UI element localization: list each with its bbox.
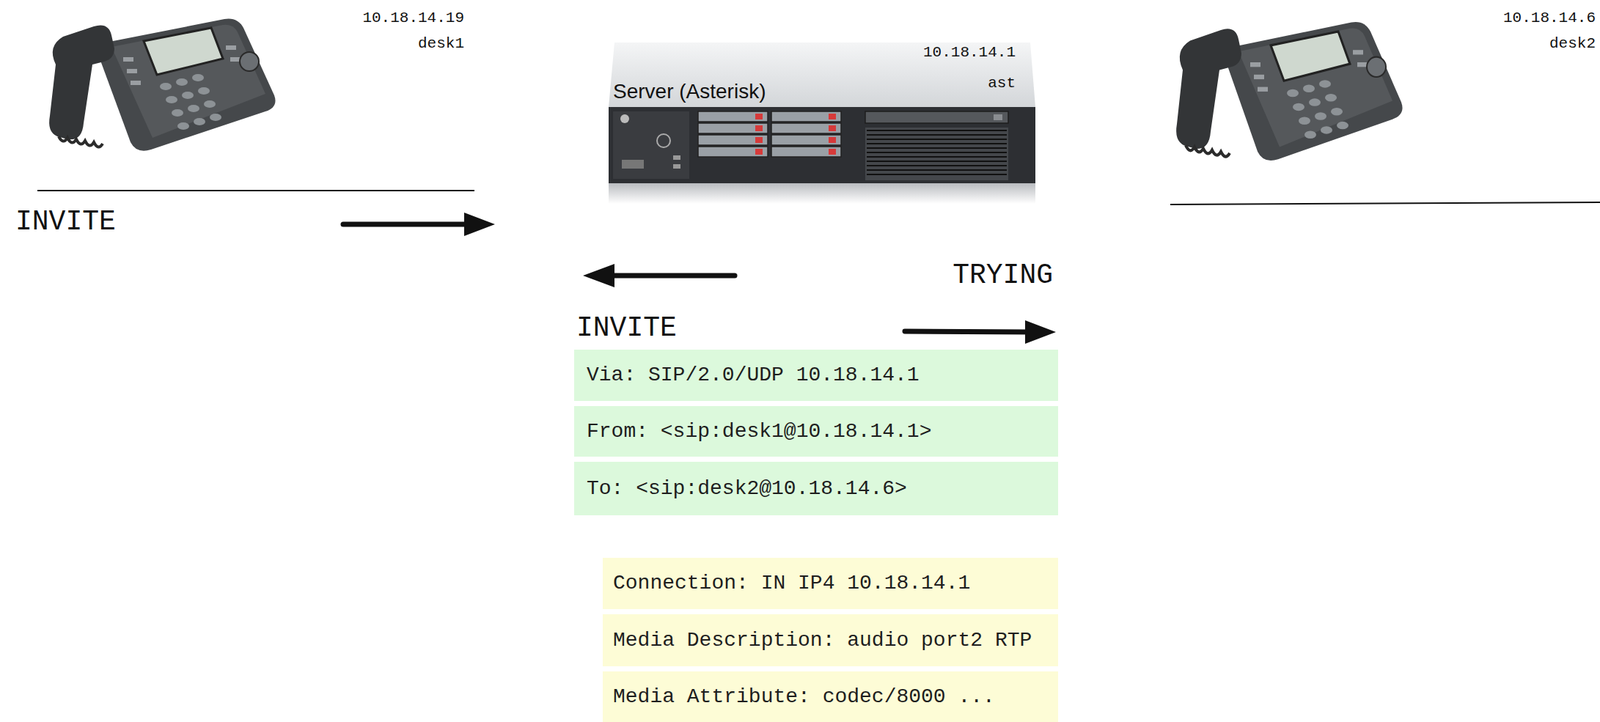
device-label: 10.18.14.1 bbox=[923, 41, 1016, 64]
field-text: To: <sip:desk2@10.18.14.6> bbox=[586, 476, 908, 502]
field-text: Media Description: audio port2 RTP bbox=[613, 628, 1032, 654]
device-label: 10.18.14.6 bbox=[1503, 7, 1596, 30]
device-label: 10.18.14.19 bbox=[362, 7, 465, 30]
message-name: TRYING bbox=[952, 259, 1053, 292]
field-text: From: <sip:desk1@10.18.14.1> bbox=[586, 419, 932, 445]
sdp-field: Media Attribute: codec/8000 ... bbox=[602, 671, 1059, 722]
sip-header-field: From: <sip:desk1@10.18.14.1> bbox=[574, 406, 1059, 457]
phone-device: 10.18.14.19desk1 bbox=[0, 0, 470, 158]
sdp-field: Media Description: audio port2 RTP bbox=[602, 614, 1059, 667]
sip-header-field: To: <sip:desk2@10.18.14.6> bbox=[574, 461, 1059, 516]
device-label: desk1 bbox=[417, 32, 465, 55]
sip-header-field: Via: SIP/2.0/UDP 10.18.14.1 bbox=[574, 349, 1059, 402]
device-label: desk2 bbox=[1549, 32, 1596, 55]
message-name: INVITE bbox=[576, 312, 677, 345]
field-text: Connection: IN IP4 10.18.14.1 bbox=[613, 571, 971, 597]
sdp-field: Connection: IN IP4 10.18.14.1 bbox=[602, 558, 1059, 610]
device-name: Server (Asterisk) bbox=[613, 78, 766, 105]
device-label: ast bbox=[987, 72, 1016, 95]
phone-device: 10.18.14.6desk2 bbox=[1158, 0, 1600, 162]
field-text: Via: SIP/2.0/UDP 10.18.14.1 bbox=[586, 362, 920, 388]
field-text: Media Attribute: codec/8000 ... bbox=[613, 684, 996, 710]
message-name: INVITE bbox=[15, 206, 116, 239]
server-device: Server (Asterisk) 10.18.14.1 ast bbox=[607, 36, 1037, 206]
